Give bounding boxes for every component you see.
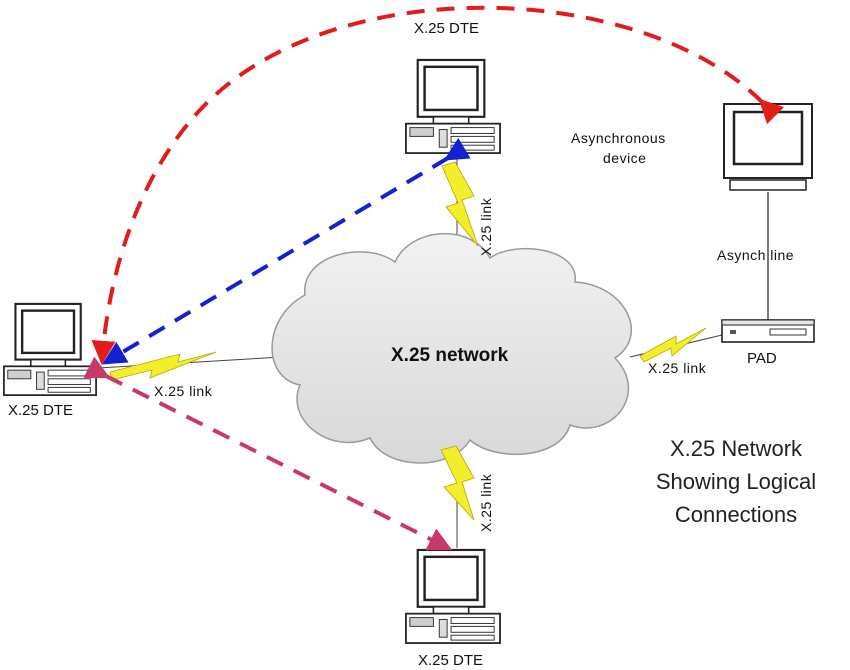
diagram-title: X.25 Network Showing Logical Connections [628, 432, 844, 531]
network-label: X.25 network [391, 345, 509, 366]
connection-blue [101, 137, 471, 365]
pad-device [721, 319, 815, 343]
dte-top-label: X.25 DTE [414, 20, 480, 37]
pad-label: PAD [747, 350, 777, 367]
async-device-terminal [723, 103, 813, 191]
lightning-bolt-pad [639, 327, 707, 363]
link-label-bottom: X.25 link [478, 473, 494, 532]
dte-bottom-computer [404, 548, 502, 645]
async-device-label-line2: device [603, 150, 647, 166]
connection-pink [83, 356, 453, 551]
asynch-line-label: Asynch line [717, 247, 795, 263]
link-label-pad: X.25 link [648, 360, 707, 376]
link-label-top: X.25 link [478, 197, 494, 256]
link-label-left: X.25 link [154, 383, 213, 399]
dte-bottom-label: X.25 DTE [418, 652, 484, 669]
dte-left-computer [2, 302, 98, 397]
title-line-3: Connections [674, 502, 798, 527]
dte-top-computer [404, 58, 502, 155]
title-line-1: X.25 Network [669, 436, 803, 461]
title-line-2: Showing Logical [655, 469, 817, 494]
dte-left-label: X.25 DTE [8, 402, 74, 419]
async-device-label-line1: Asynchronous [571, 130, 666, 146]
